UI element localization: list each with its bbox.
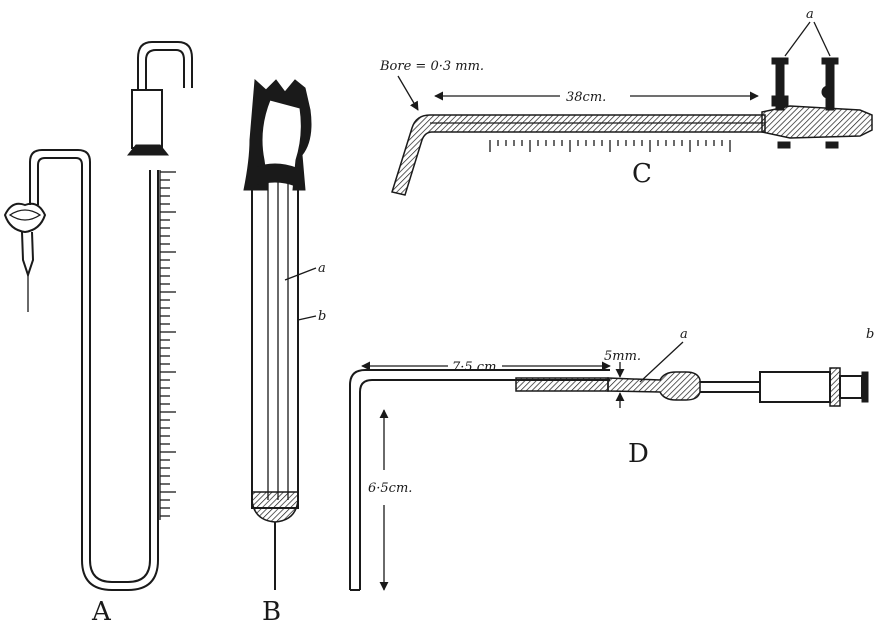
figure-d-hatched-section bbox=[515, 377, 609, 392]
figure-a-hook bbox=[137, 41, 193, 90]
figure-b-label: B bbox=[262, 597, 281, 627]
figure-c-clamps bbox=[771, 57, 839, 149]
figure-c-capillary bbox=[391, 114, 766, 196]
figure-d-label-b: b bbox=[866, 327, 874, 342]
figure-c-scale bbox=[489, 140, 731, 152]
figure-a-label: A bbox=[91, 597, 112, 627]
figure-d-syringe-body bbox=[759, 371, 831, 403]
figure-d-thickness-label: 5mm. bbox=[604, 349, 641, 364]
figure-c-bore-label: Bore = 0·3 mm. bbox=[379, 59, 484, 74]
figure-a-u-tube-inner bbox=[37, 157, 159, 591]
figure-a-collar bbox=[131, 89, 163, 149]
figure-b-tube bbox=[251, 167, 299, 509]
figure-c-length-label: 38cm. bbox=[566, 90, 606, 105]
figure-b: a b B bbox=[243, 78, 326, 627]
figure-b-label-b: b bbox=[318, 309, 326, 324]
figure-c-label-a: a bbox=[806, 7, 814, 22]
figure-d-horizontal-label: 7·5 cm. bbox=[452, 360, 501, 375]
figure-c: a Bore = 0·3 mm. 38cm. C bbox=[379, 7, 873, 196]
figure-d-connector bbox=[607, 371, 701, 401]
figure-a-scale bbox=[159, 170, 176, 520]
figure-c-fitting bbox=[761, 105, 873, 139]
figure-d: a b 7·5 cm. 5mm. 6·5cm. D bbox=[349, 327, 874, 591]
figure-d-l-tube bbox=[349, 369, 610, 590]
figure-a-u-tube bbox=[29, 149, 151, 583]
figure-a-left-bulb bbox=[3, 202, 47, 312]
figure-b-top-bulb bbox=[243, 78, 312, 191]
figure-a: A bbox=[3, 41, 193, 627]
figure-c-label: C bbox=[632, 159, 652, 189]
figure-b-bottom-bulb bbox=[251, 491, 299, 523]
figure-b-label-a: a bbox=[318, 261, 326, 276]
figure-d-label-a: a bbox=[680, 327, 688, 342]
figure-d-label: D bbox=[628, 439, 649, 469]
figure-d-vertical-label: 6·5cm. bbox=[368, 481, 412, 496]
